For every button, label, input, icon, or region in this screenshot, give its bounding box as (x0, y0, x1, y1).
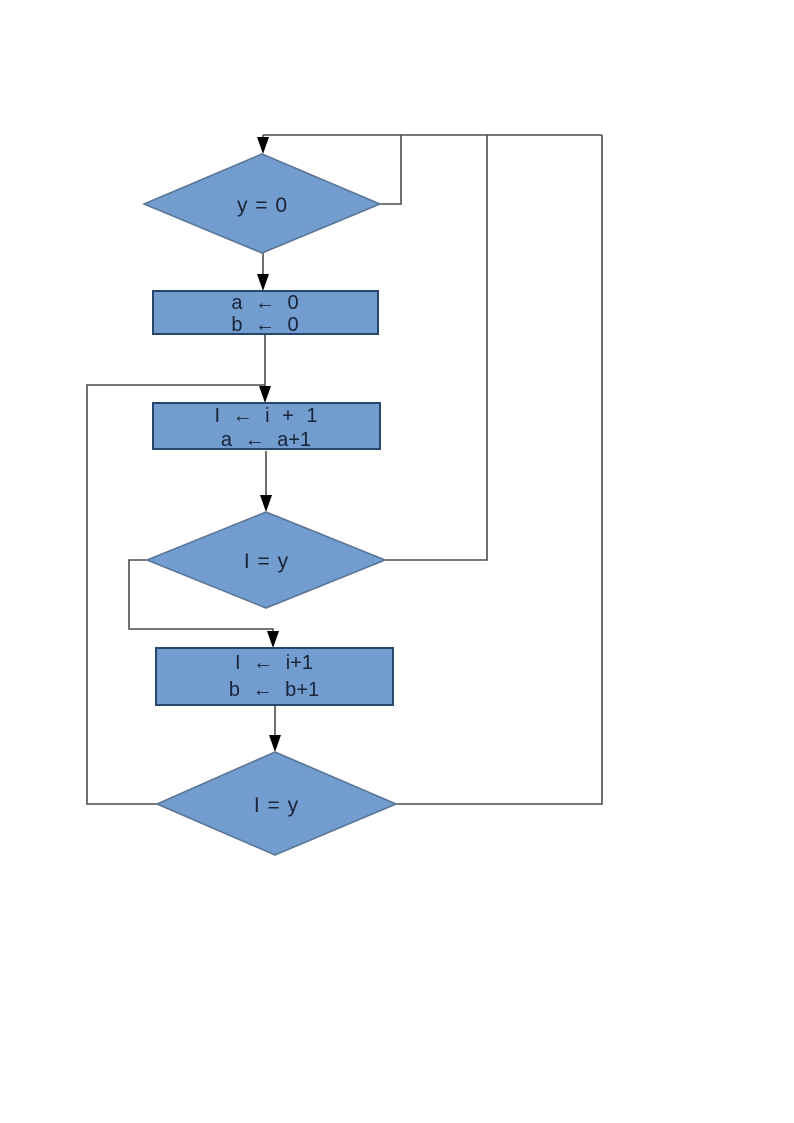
arrowhead-into-decision-iy2 (269, 735, 281, 752)
edge-decision-y0-right-loop (380, 135, 402, 205)
process-inc-i-a-line-1: I ← i + 1 (214, 405, 317, 427)
process-inc-i-b-line-1: I ← i+1 (235, 652, 313, 674)
arrowhead-into-decision-iy1 (260, 495, 272, 512)
arrowhead-into-decision-y0 (257, 137, 269, 154)
edge-decision-iy2-right-loop (396, 135, 603, 805)
arrowhead-into-inc-i-a (259, 386, 271, 403)
node-decision-i-eq-y-1: I = y (144, 511, 388, 609)
process-inc-i-a-line-2: a ← a+1 (221, 429, 311, 451)
node-process-inc-i-a: I ← i + 1 a ← a+1 (152, 402, 381, 451)
edge-decision-iy2-left-loop (86, 384, 265, 805)
arrowhead-into-init (257, 274, 269, 291)
arrowhead-group (257, 137, 281, 752)
node-process-init-a-b: a ← 0 b ← 0 (152, 290, 379, 336)
process-init-line-2: b ← 0 (231, 314, 298, 336)
decision-i-eq-y-2-label: I = y (254, 794, 299, 817)
process-box-inc-i-a (152, 402, 381, 450)
arrowhead-into-inc-i-b (267, 631, 279, 648)
process-init-line-1: a ← 0 (231, 292, 298, 314)
node-decision-i-eq-y-2: I = y (155, 751, 399, 856)
decision-diamond-i-eq-y-2 (155, 751, 399, 856)
decision-diamond-i-eq-y-1 (144, 511, 388, 609)
process-box-inc-i-b (155, 647, 394, 706)
decision-y-eq-0-label: y = 0 (237, 194, 287, 217)
node-decision-y-eq-0: y = 0 (141, 153, 383, 254)
node-process-inc-i-b: I ← i+1 b ← b+1 (155, 647, 394, 706)
decision-i-eq-y-1-label: I = y (244, 550, 289, 573)
edge-decision-iy1-right-loop (385, 135, 488, 561)
process-inc-i-b-line-2: b ← b+1 (229, 679, 319, 701)
process-box-init-a-b (152, 290, 379, 335)
decision-diamond-y-eq-0 (141, 153, 383, 254)
